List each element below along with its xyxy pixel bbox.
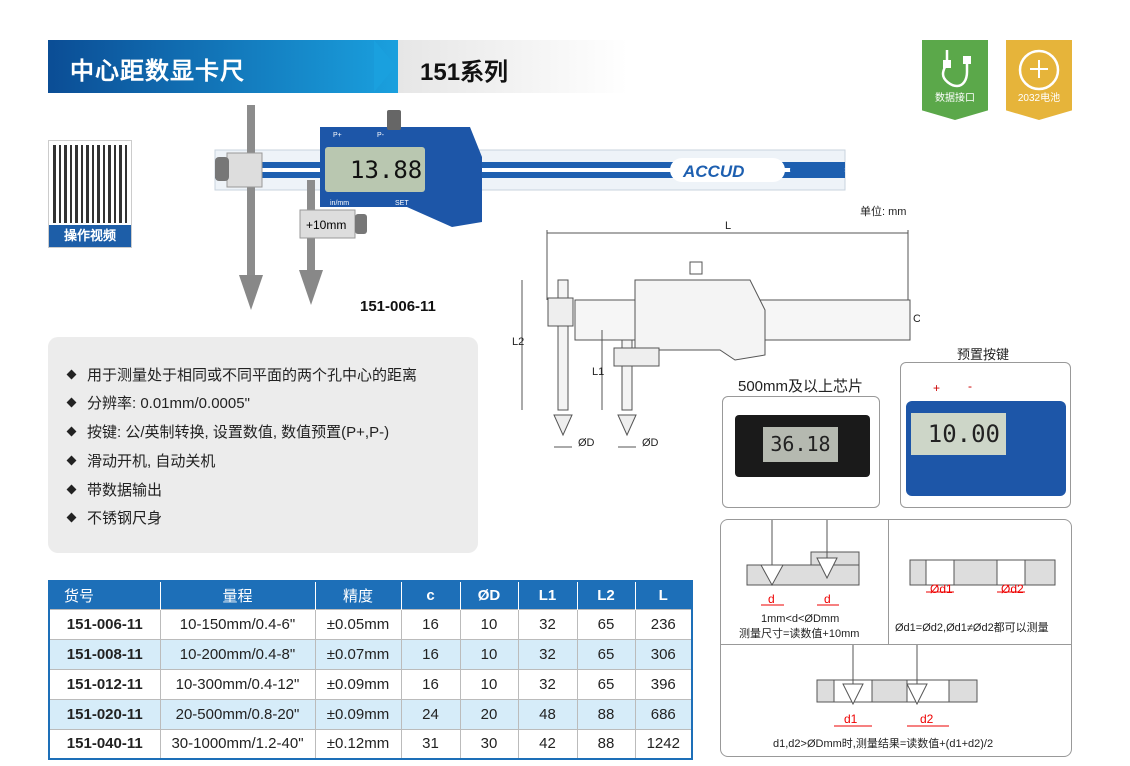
table-cell: 16 — [401, 668, 461, 699]
table-cell: 686 — [635, 698, 693, 729]
table-cell: 151-008-11 — [49, 638, 161, 669]
svg-text:L1: L1 — [592, 366, 604, 378]
table-cell: 30-1000mm/1.2-40" — [160, 728, 316, 759]
chip-display-value: 36.18 — [763, 427, 838, 462]
table-cell: 1242 — [635, 728, 693, 759]
title-banner: 中心距数显卡尺 151系列 — [48, 40, 628, 93]
preset-photo: + - 10.00 — [900, 362, 1071, 508]
table-cell: 24 — [401, 698, 461, 729]
feature-item: 分辨率: 0.01mm/0.0005" — [66, 392, 250, 413]
svg-text:SET: SET — [395, 200, 409, 207]
table-cell: 20 — [460, 698, 519, 729]
feature-item: 不锈钢尺身 — [66, 507, 162, 528]
table-cell: 10 — [460, 668, 519, 699]
usage-diagrams: d d 1mm<d<ØDmm 测量尺寸=读数值+10mm Ød1 Ød2 Ød1… — [720, 519, 1072, 757]
qr-code-image — [53, 145, 127, 223]
caliper-photo: ACCUD +10mm 13.88 P+ P- in/mm SET 151-00… — [214, 105, 846, 315]
svg-text:L2: L2 — [512, 336, 524, 348]
series-label: 151系列 — [420, 59, 509, 86]
table-cell: 236 — [635, 608, 693, 639]
svg-text:P-: P- — [377, 132, 385, 139]
svg-text:in/mm: in/mm — [330, 200, 349, 207]
table-cell: 10-200mm/0.4-8" — [160, 638, 316, 669]
table-cell: ±0.05mm — [315, 608, 402, 639]
preset-display-value: 10.00 — [911, 413, 1006, 455]
feature-item: 滑动开机, 自动关机 — [66, 450, 215, 471]
table-cell: 151-040-11 — [49, 728, 161, 759]
svg-text:L: L — [725, 220, 731, 232]
video-qr-code[interactable]: 操作视频 — [48, 140, 132, 248]
table-cell: ±0.09mm — [315, 698, 402, 729]
table-cell: 10-300mm/0.4-12" — [160, 668, 316, 699]
usb-cable-icon — [941, 50, 971, 88]
battery-icon — [1018, 49, 1060, 91]
feature-list: 用于测量处于相同或不同平面的两个孔中心的距离 分辨率: 0.01mm/0.000… — [48, 337, 478, 553]
table-cell: ±0.07mm — [315, 638, 402, 669]
table-cell: 65 — [577, 608, 636, 639]
svg-text:ØD: ØD — [642, 437, 659, 449]
table-cell: 65 — [577, 668, 636, 699]
table-cell: ±0.09mm — [315, 668, 402, 699]
table-cell: 65 — [577, 638, 636, 669]
table-cell: 151-020-11 — [49, 698, 161, 729]
svg-text:C: C — [913, 313, 920, 325]
table-cell: 32 — [518, 638, 578, 669]
feature-item: 带数据输出 — [66, 479, 162, 500]
svg-text:ØD: ØD — [578, 437, 595, 449]
table-cell: 42 — [518, 728, 578, 759]
table-cell: ±0.12mm — [315, 728, 402, 759]
data-port-badge: 数据接口 — [922, 40, 988, 120]
svg-text:ACCUD: ACCUD — [682, 162, 744, 181]
table-cell: 151-012-11 — [49, 668, 161, 699]
table-cell: 16 — [401, 608, 461, 639]
table-cell: 88 — [577, 728, 636, 759]
table-cell: 48 — [518, 698, 578, 729]
table-cell: 151-006-11 — [49, 608, 161, 639]
svg-text:13.88: 13.88 — [350, 156, 422, 184]
photo-model-label: 151-006-11 — [360, 298, 436, 315]
table-cell: 32 — [518, 668, 578, 699]
svg-text:单位: mm: 单位: mm — [860, 204, 906, 218]
chip-title: 500mm及以上芯片 — [738, 378, 864, 395]
table-cell: 30 — [460, 728, 519, 759]
table-cell: 306 — [635, 638, 693, 669]
table-cell: 10 — [460, 608, 519, 639]
feature-item: 用于测量处于相同或不同平面的两个孔中心的距离 — [66, 364, 417, 385]
table-cell: 20-500mm/0.8-20" — [160, 698, 316, 729]
table-cell: 31 — [401, 728, 461, 759]
chip-photo: 36.18 — [722, 396, 880, 508]
preset-title: 预置按键 — [957, 347, 1010, 362]
svg-text:P+: P+ — [333, 132, 342, 139]
dimension-drawing: 单位: mm L L2 L1 C ØD ØD — [512, 204, 920, 449]
table-cell: 88 — [577, 698, 636, 729]
table-cell: 396 — [635, 668, 693, 699]
battery-badge: 2032电池 — [1006, 40, 1072, 120]
table-cell: 32 — [518, 608, 578, 639]
table-cell: 16 — [401, 638, 461, 669]
feature-item: 按键: 公/英制转换, 设置数值, 数值预置(P+,P-) — [66, 421, 389, 442]
page-title: 中心距数显卡尺 — [70, 58, 245, 85]
table-cell: 10-150mm/0.4-6" — [160, 608, 316, 639]
svg-text:+10mm: +10mm — [306, 218, 346, 232]
table-cell: 10 — [460, 638, 519, 669]
